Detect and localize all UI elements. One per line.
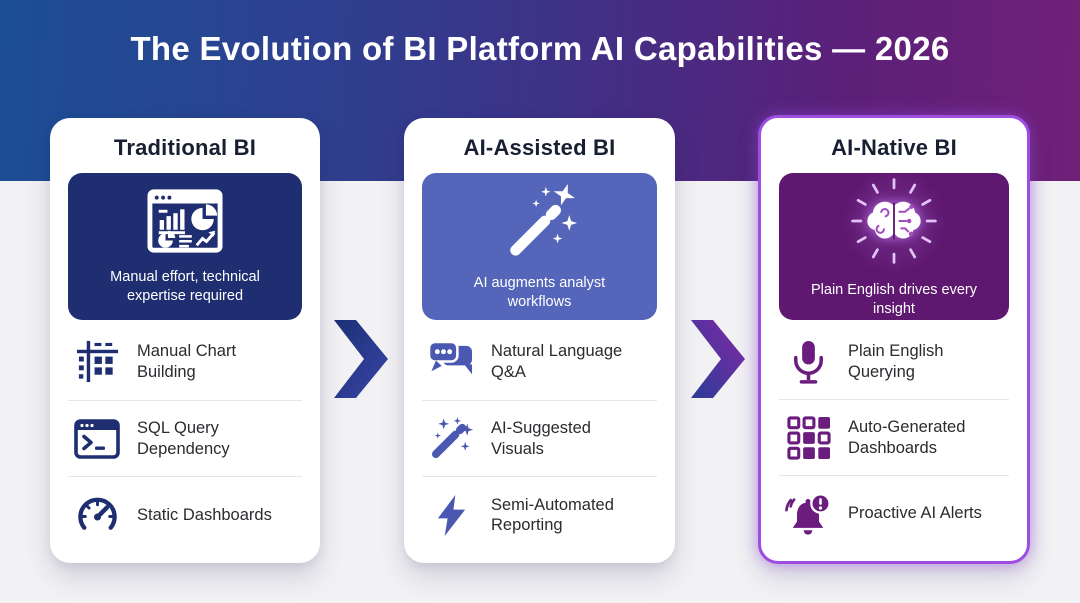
list-item: Auto-Generated Dashboards: [779, 399, 1009, 475]
chart-table-icon: [72, 339, 122, 384]
list-item: SQL Query Dependency: [68, 399, 302, 477]
list-item: Natural Language Q&A: [422, 324, 657, 400]
traditional-bi-hero-caption: Manual effort, technical expertise requi…: [110, 268, 260, 304]
ai-assisted-bi-hero-caption: AI augments analyst workflows: [473, 274, 606, 310]
traditional-bi-card: Traditional BI: [50, 118, 320, 563]
chevron-right-icon: [334, 320, 388, 398]
traditional-bi-items: Manual Chart Building SQL Query Dependen…: [50, 320, 320, 563]
item-label: Semi-Automated Reporting: [491, 495, 614, 535]
item-label: Static Dashboards: [137, 505, 272, 524]
item-label: Auto-Generated Dashboards: [848, 418, 966, 457]
wand-sparkles-icon: [426, 416, 476, 461]
ai-native-bi-hero-caption: Plain English drives every insight: [810, 281, 978, 317]
sql-terminal-icon: [72, 418, 122, 459]
item-label: Proactive AI Alerts: [848, 504, 982, 523]
chevron-right-icon: [691, 320, 745, 398]
list-item: Semi-Automated Reporting: [422, 476, 657, 553]
list-item: AI-Suggested Visuals: [422, 399, 657, 477]
list-item: Proactive AI Alerts: [779, 475, 1009, 551]
list-item: Manual Chart Building: [68, 324, 302, 400]
ai-assisted-bi-hero: AI augments analyst workflows: [422, 173, 657, 320]
ai-assisted-bi-title: AI-Assisted BI: [463, 135, 616, 160]
list-item: Static Dashboards: [68, 476, 302, 553]
ai-native-bi-card: AI-Native BI: [758, 115, 1030, 564]
item-label: Manual Chart Building: [137, 342, 237, 381]
traditional-bi-hero: Manual effort, technical expertise requi…: [68, 173, 302, 320]
item-label: Plain English Querying: [848, 342, 944, 381]
list-item: Plain English Querying: [779, 324, 1009, 399]
chat-bubbles-icon: [426, 340, 476, 383]
item-label: AI-Suggested Visuals: [491, 419, 591, 458]
glowing-brain-icon: [848, 175, 940, 272]
ai-native-bi-items: Plain English Querying Auto-Ge: [761, 320, 1027, 561]
ai-assisted-bi-card: AI-Assisted BI AI augments analyst workf…: [404, 118, 675, 563]
item-label: SQL Query Dependency: [137, 419, 230, 458]
magic-wand-icon: [499, 180, 581, 265]
gauge-icon: [72, 494, 122, 537]
lightning-bolt-icon: [426, 493, 476, 538]
ai-assisted-bi-items: Natural Language Q&A AI-Suggested Visual…: [404, 320, 675, 563]
traditional-bi-title: Traditional BI: [113, 135, 257, 160]
microphone-icon: [783, 338, 833, 385]
dashboard-window-icon: [147, 188, 223, 259]
ai-native-bi-hero: Plain English drives every insight: [779, 173, 1009, 320]
ai-native-bi-title: AI-Native BI: [831, 135, 957, 160]
dashboard-grid-icon: [783, 415, 833, 460]
item-label: Natural Language Q&A: [491, 342, 623, 381]
page-title: The Evolution of BI Platform AI Capabili…: [130, 30, 950, 67]
alert-bell-icon: [783, 491, 833, 537]
